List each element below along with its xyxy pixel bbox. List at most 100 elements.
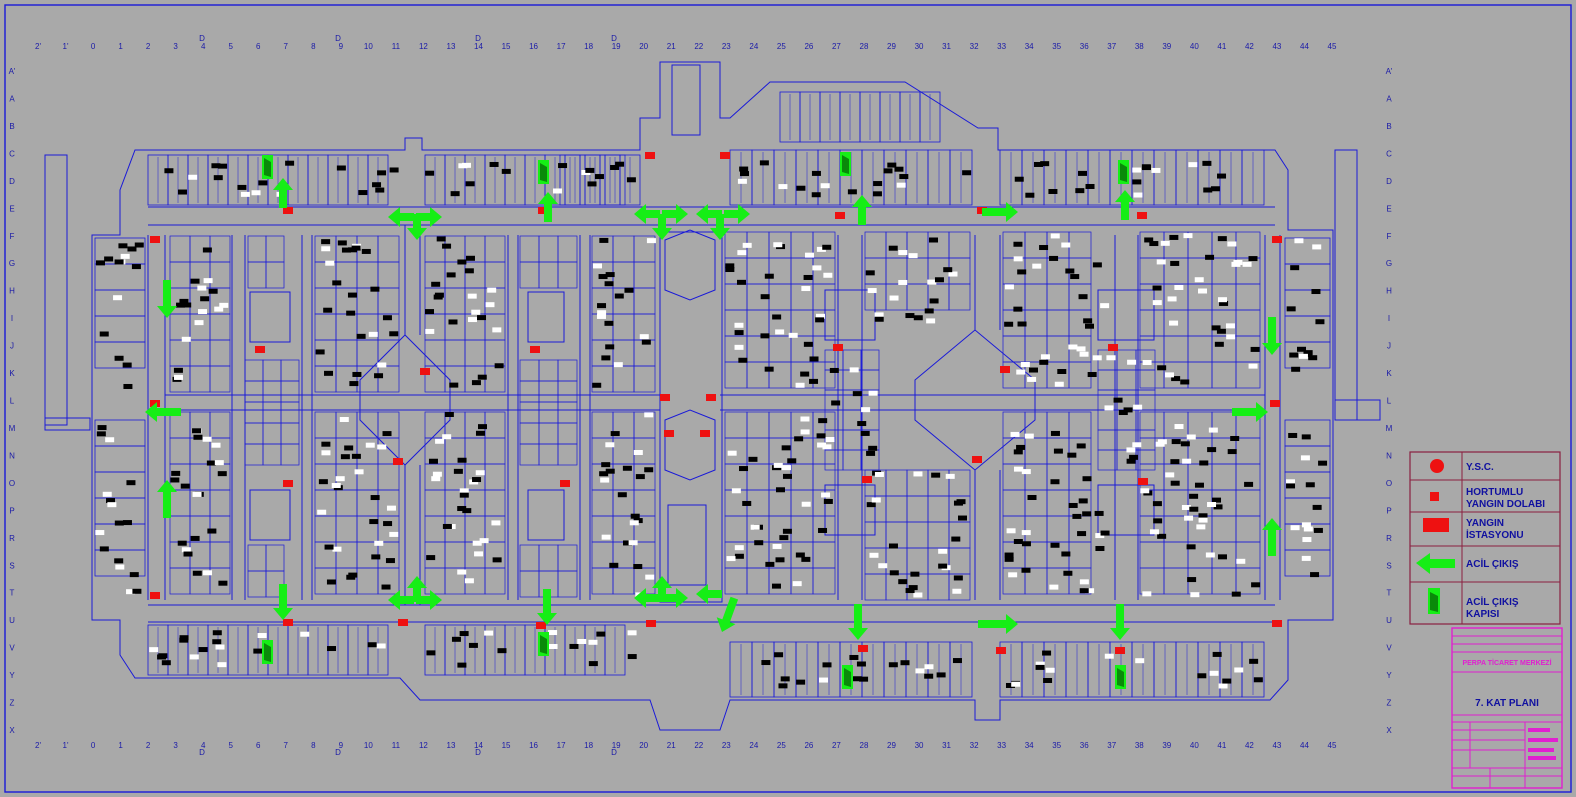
column-label: 13 [447,42,456,51]
column-label: 31 [942,741,951,750]
row-label: A' [9,67,16,76]
column-label: 7 [284,741,289,750]
column-label: 12 [419,741,428,750]
column-label: 0 [91,42,96,51]
row-label: Y [1386,671,1392,680]
d-mark-label: D [199,748,205,757]
fire-equipment-marks [150,152,1282,654]
column-label: 8 [311,42,316,51]
plan-title: 7. KAT PLANI [1475,698,1539,709]
column-label: 19 [612,741,621,750]
row-label: S [9,561,14,570]
row-label: N [9,451,15,460]
d-mark-label: D [199,34,205,43]
row-label: F [10,232,15,241]
row-label: H [1386,287,1392,296]
central-atrium [659,231,723,603]
building-outline [91,61,1334,731]
column-label: 36 [1080,741,1089,750]
fire-station-icon [1423,518,1449,532]
exit-arrow [273,584,293,620]
column-label: 26 [804,741,813,750]
row-label: X [9,726,15,735]
column-label: 17 [557,741,566,750]
exit-arrow [696,584,722,604]
column-label: 33 [997,42,1006,51]
exit-arrow [538,192,558,222]
exit-arrow [407,214,427,240]
column-label: 45 [1328,741,1337,750]
column-label: 35 [1052,42,1061,51]
d-mark-label: D [475,748,481,757]
row-label: M [9,424,16,433]
row-label: F [1387,232,1392,241]
column-label: 41 [1217,741,1226,750]
column-label: 43 [1272,741,1281,750]
title-block: PERPA TİCARET MERKEZİ 7. KAT PLANI [1451,627,1563,789]
d-mark-label: D [611,748,617,757]
exit-door [262,155,273,179]
row-label: K [1386,369,1392,378]
column-label: 10 [364,741,373,750]
row-label: U [1386,616,1392,625]
d-mark-label: D [611,34,617,43]
exit-door [262,640,273,664]
column-label: 22 [694,741,703,750]
exit-arrow [388,590,414,610]
row-label: P [9,506,14,515]
row-label: A [1386,94,1392,103]
column-label: 20 [639,741,648,750]
column-label: 14 [474,42,483,51]
exit-arrow [724,204,750,224]
row-label: L [10,397,15,406]
row-label: D [9,177,15,186]
exit-arrow [1232,402,1268,422]
column-label: 29 [887,42,896,51]
exit-arrow [1115,190,1135,220]
exit-arrow [157,280,177,318]
column-label: 40 [1190,42,1199,51]
exit-arrow [273,178,293,208]
exit-door [1118,160,1129,184]
row-label: O [1386,479,1392,488]
column-label: 30 [915,42,924,51]
legend-exit-label: ACİL ÇIKIŞ [1466,557,1519,570]
column-label: 17 [557,42,566,51]
row-label: D [1386,177,1392,186]
column-label: 11 [392,741,401,750]
column-label: 3 [173,42,178,51]
column-label: 25 [777,42,786,51]
column-label: 36 [1080,42,1089,51]
column-label: 30 [915,741,924,750]
exit-door [1115,665,1126,689]
column-label: 1' [63,42,69,51]
column-label: 35 [1052,741,1061,750]
row-label: Y [9,671,15,680]
exit-arrow [1262,518,1282,556]
column-label: 14 [474,741,483,750]
row-label: A [9,94,15,103]
row-label: T [1387,589,1392,598]
exit-arrow [634,588,660,608]
row-label: J [1387,342,1391,351]
exit-arrow [696,204,722,224]
row-label: G [1386,259,1392,268]
column-label: 15 [502,42,511,51]
row-label: V [9,644,15,653]
exit-arrow [416,207,442,227]
exit-arrow [982,202,1018,222]
column-label: 7 [284,42,289,51]
exit-arrow [852,195,872,225]
exit-door [840,152,851,176]
row-label: I [1388,314,1390,323]
column-label: 28 [860,741,869,750]
column-label: 45 [1328,42,1337,51]
column-label: 16 [529,741,538,750]
column-label: 4 [201,42,206,51]
column-label: 34 [1025,741,1034,750]
column-label: 24 [749,741,758,750]
exit-arrow [157,480,177,518]
row-label: H [9,287,15,296]
d-mark-label: D [335,34,341,43]
